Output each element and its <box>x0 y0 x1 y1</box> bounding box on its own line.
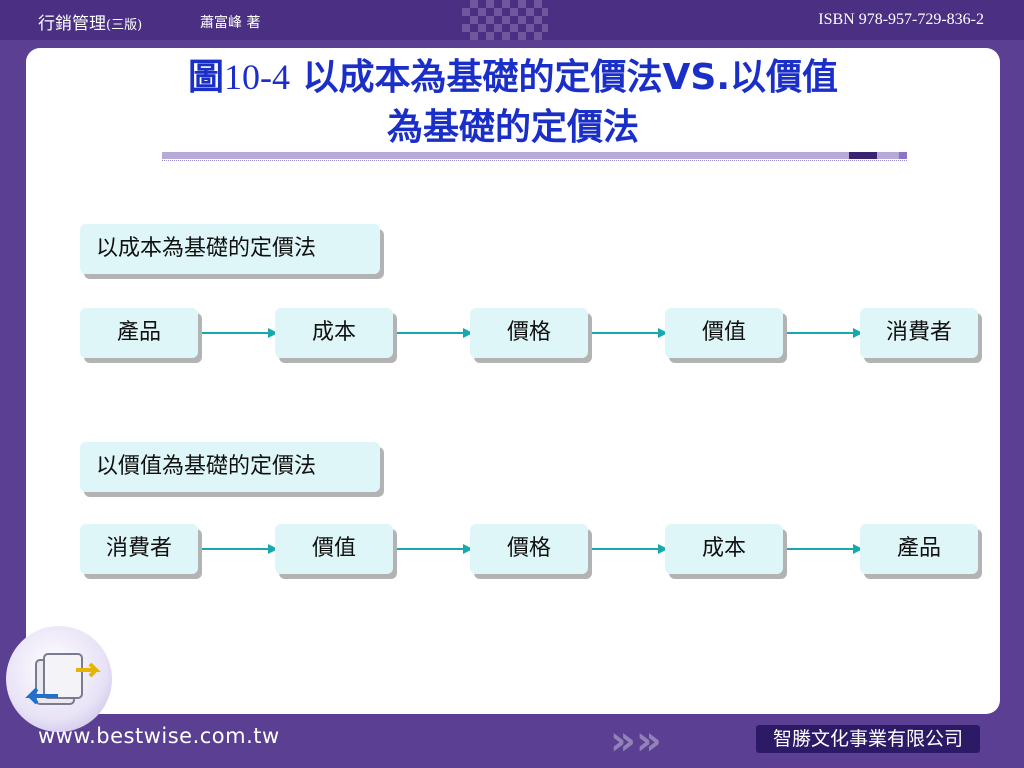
website-url: www.bestwise.com.tw <box>38 724 280 748</box>
flow2-arrow-4 <box>787 543 863 554</box>
header-bar <box>0 0 1024 40</box>
edition-label: (三版) <box>106 18 143 33</box>
flow1-arrow-1 <box>202 327 278 338</box>
figure-number: 10-4 <box>224 57 290 97</box>
flow1-arrow-2 <box>397 327 473 338</box>
flow2-arrow-3 <box>592 543 668 554</box>
navigation-orb[interactable] <box>6 626 112 732</box>
flow-header-cost-based: 以成本為基礎的定價法 <box>80 224 380 274</box>
flow2-step-price: 價格 <box>470 524 588 574</box>
title-underline <box>162 152 907 159</box>
back-arrow-icon <box>25 653 101 705</box>
flow2-arrow-1 <box>202 543 278 554</box>
flow1-arrow-3 <box>592 327 668 338</box>
flow1-step-consumer: 消費者 <box>860 308 978 358</box>
title-prefix: 圖 <box>187 57 224 98</box>
publisher-label: 智勝文化事業有限公司 <box>756 725 980 753</box>
flow1-step-value: 價值 <box>665 308 783 358</box>
book-title-text: 行銷管理 <box>38 14 106 34</box>
content-panel <box>26 48 1000 714</box>
title-dotted-line <box>162 160 907 162</box>
decorative-chevrons: »» <box>610 718 662 764</box>
flow2-step-consumer: 消費者 <box>80 524 198 574</box>
slide-title: 圖10-4 以成本為基礎的定價法VS.以價值 為基礎的定價法 <box>26 52 1000 153</box>
author-label: 蕭富峰 著 <box>200 15 261 31</box>
flow1-arrow-4 <box>787 327 863 338</box>
book-title: 行銷管理(三版) <box>38 9 142 34</box>
title-line1: 以成本為基礎的定價法VS.以價值 <box>290 57 838 98</box>
decorative-checker-pattern <box>462 0 548 40</box>
flow2-step-value: 價值 <box>275 524 393 574</box>
flow-header-value-based: 以價值為基礎的定價法 <box>80 442 380 492</box>
title-line2: 為基礎的定價法 <box>386 107 639 148</box>
flow2-step-cost: 成本 <box>665 524 783 574</box>
flow1-step-product: 產品 <box>80 308 198 358</box>
isbn-label: ISBN 978-957-729-836-2 <box>818 11 984 28</box>
underline-accent-small <box>899 152 907 159</box>
flow1-step-price: 價格 <box>470 308 588 358</box>
flow2-step-product: 產品 <box>860 524 978 574</box>
flow1-step-cost: 成本 <box>275 308 393 358</box>
flow2-arrow-2 <box>397 543 473 554</box>
underline-accent <box>849 152 877 159</box>
